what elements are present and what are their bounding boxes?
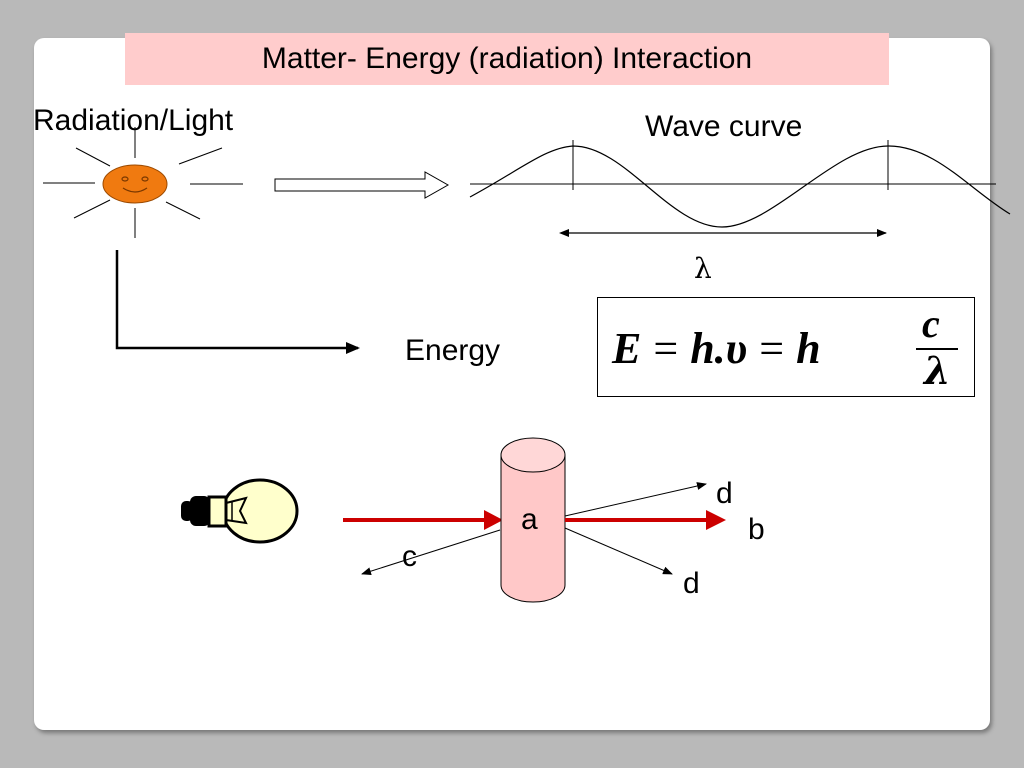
formula-h2: h bbox=[796, 324, 821, 373]
label-b: b bbox=[748, 513, 765, 546]
light-bulb-icon bbox=[181, 478, 299, 544]
material-cylinder bbox=[500, 437, 566, 603]
formula-fraction-bar bbox=[916, 348, 958, 350]
formula-numerator: c bbox=[922, 301, 940, 346]
label-d-top: d bbox=[716, 477, 733, 510]
wave-curve-label: Wave curve bbox=[645, 110, 803, 143]
scatter-arrow-c bbox=[361, 529, 501, 576]
formula-h1: h bbox=[690, 324, 715, 373]
scatter-arrow-d-top bbox=[564, 482, 707, 517]
sun-icon bbox=[43, 127, 243, 238]
energy-label: Energy bbox=[405, 334, 501, 367]
incident-beam bbox=[343, 510, 503, 530]
label-c: c bbox=[402, 540, 417, 573]
hollow-arrow bbox=[274, 171, 450, 199]
label-a: a bbox=[521, 503, 538, 536]
formula-denominator: λ bbox=[924, 348, 951, 393]
formula-eq1: = bbox=[653, 324, 679, 373]
wave-curve bbox=[469, 140, 1011, 237]
scatter-arrow-d-bottom bbox=[564, 527, 673, 575]
wavelength-label: λ bbox=[694, 252, 712, 285]
formula-eq2: = bbox=[759, 324, 785, 373]
transmitted-beam bbox=[565, 510, 726, 530]
slide-title: Matter- Energy (radiation) Interaction bbox=[125, 33, 889, 85]
formula-dot: . bbox=[714, 324, 726, 373]
formula-nu: υ bbox=[725, 324, 748, 373]
energy-arrow bbox=[115, 250, 360, 354]
label-d-bottom: d bbox=[683, 567, 700, 600]
formula-lhs: E=h.υ=h bbox=[612, 324, 821, 374]
planck-formula bbox=[597, 297, 975, 397]
formula-e: E bbox=[612, 324, 642, 373]
slide-title-text: Matter- Energy (radiation) Interaction bbox=[261, 42, 753, 75]
radiation-label: Radiation/Light bbox=[33, 104, 234, 137]
